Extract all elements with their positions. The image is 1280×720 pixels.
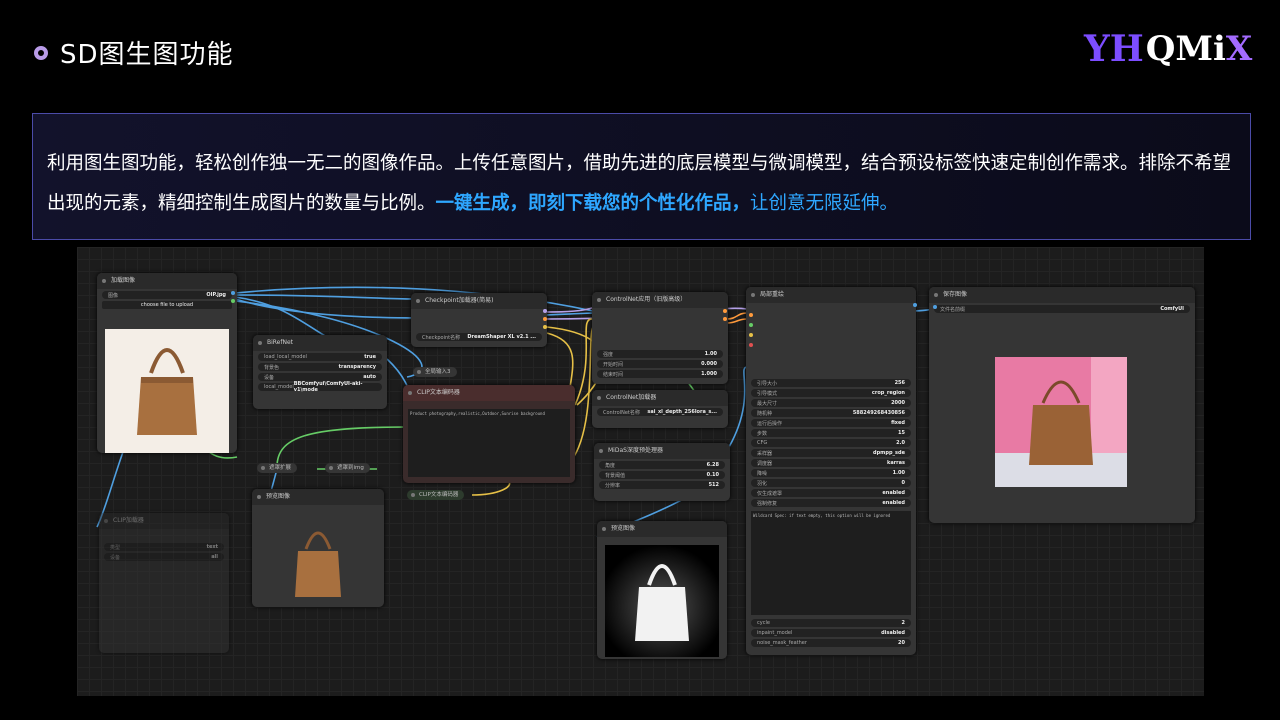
node-title: Checkpoint加载器(简易) [411, 293, 547, 309]
node-clip-text-encoder[interactable]: CLIP文本编码器 Product photography,realistic,… [403, 385, 575, 483]
intro-highlight: 一键生成，即刻下载您的个性化作品， [435, 193, 751, 214]
input-port[interactable] [749, 313, 753, 317]
bag-output-image [995, 357, 1127, 487]
node-mask-to-image[interactable]: 遮罩到img [325, 463, 370, 473]
node-title: CLIP文本编码器 [403, 385, 575, 401]
node-global-input[interactable]: 全局输入3 [413, 367, 457, 377]
intro-panel: 利用图生图功能，轻松创作独一无二的图像作品。上传任意图片，借助先进的底层模型与微… [32, 113, 1251, 240]
node-mask-expand[interactable]: 遮罩扩展 [257, 463, 298, 473]
logo-mark-icon: YH [1084, 28, 1144, 70]
input-port[interactable] [749, 343, 753, 347]
node-title: BiRefNet [253, 335, 387, 351]
header: SD图生图功能 [34, 34, 234, 71]
node-title: ControlNet应用（旧版高级） [592, 292, 728, 308]
output-port[interactable] [913, 303, 917, 307]
input-port[interactable] [933, 305, 937, 309]
output-port[interactable] [723, 317, 727, 321]
input-port[interactable] [749, 333, 753, 337]
intro-text: 利用图生图功能，轻松创作独一无二的图像作品。上传任意图片，借助先进的底层模型与微… [47, 153, 1232, 214]
node-title: CLIP加载器 [99, 513, 229, 529]
output-port[interactable] [723, 309, 727, 313]
intro-tail: 让创意无限延伸。 [750, 193, 899, 214]
upload-button[interactable]: choose file to upload [102, 301, 232, 309]
output-port[interactable] [231, 291, 235, 295]
depth-map-image [605, 545, 719, 657]
node-title: 局部重绘 [746, 287, 916, 303]
logo-text: QMi [1145, 29, 1226, 69]
node-title: 预览图像 [597, 521, 727, 537]
node-title: 保存图像 [929, 287, 1195, 303]
node-clip-text-encoder-2[interactable]: CLIP文本编码器 [407, 490, 465, 500]
node-title: MiDaS深度预处理器 [594, 443, 730, 459]
node-title: 预览图像 [252, 489, 384, 505]
node-preview-image-2[interactable]: 预览图像 [597, 521, 727, 659]
output-port[interactable] [543, 317, 547, 321]
logo-x: X [1225, 29, 1253, 69]
node-preview-image-1[interactable]: 预览图像 [252, 489, 384, 607]
output-port[interactable] [543, 309, 547, 313]
output-port[interactable] [231, 299, 235, 303]
bag-input-image [105, 329, 229, 453]
output-port[interactable] [543, 325, 547, 329]
node-title: 加载图像 [97, 273, 237, 289]
page-title: SD图生图功能 [60, 40, 234, 70]
title-bullet-icon [34, 45, 48, 60]
brand-logo: YH QMi X [1084, 28, 1252, 70]
input-port[interactable] [749, 323, 753, 327]
prompt-textarea[interactable]: Product photography,realistic,Outdoor,Su… [408, 409, 570, 477]
node-title: ControlNet加载器 [592, 390, 728, 406]
bag-cutout-image [295, 531, 341, 597]
wildcard-textarea[interactable]: Wildcard Spec: if text empty, this optio… [751, 511, 911, 615]
